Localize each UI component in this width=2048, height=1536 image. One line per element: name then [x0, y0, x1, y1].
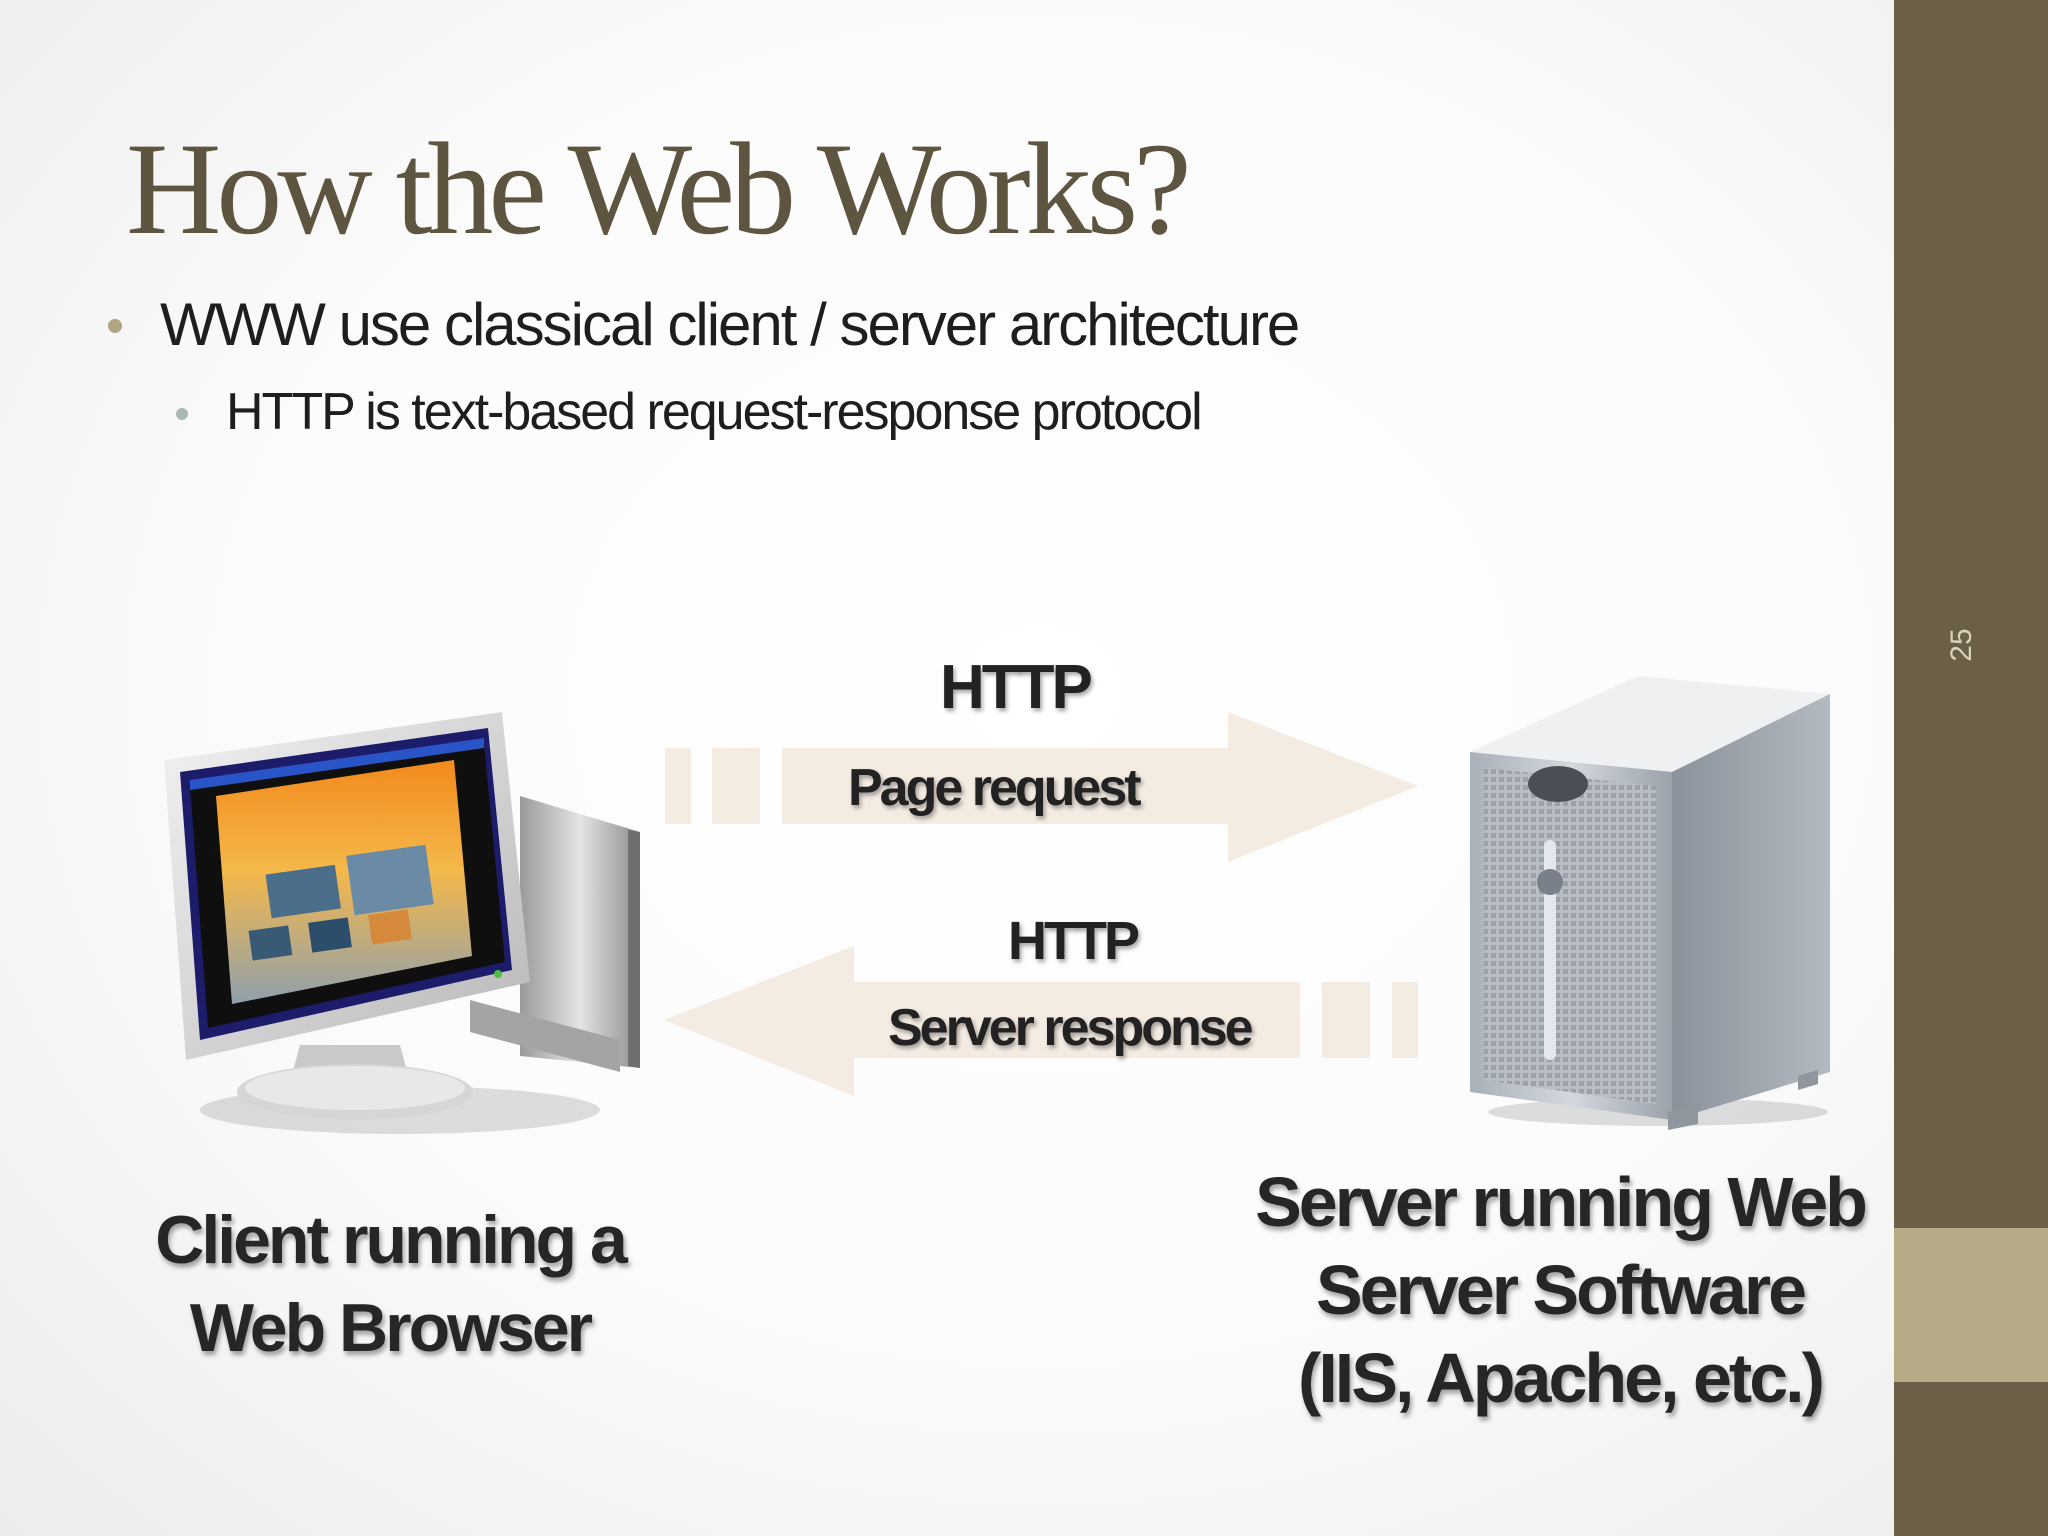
server-caption: Server running Web Server Software (IIS,… — [1220, 1158, 1900, 1422]
response-arrow — [664, 946, 1418, 1096]
sub-bullet-item: HTTP is text-based request-response prot… — [176, 382, 1203, 442]
bullet-text: WWW use classical client / server archit… — [160, 291, 1300, 358]
caption-line: Server running Web — [1255, 1163, 1868, 1241]
sidebar-accent-block — [1894, 1228, 2048, 1382]
response-protocol-label: HTTP — [1008, 911, 1140, 971]
caption-line: Server Software — [1315, 1251, 1807, 1329]
request-arrow — [665, 712, 1418, 862]
client-caption: Client running a Web Browser — [100, 1196, 680, 1372]
caption-line: Client running a — [155, 1202, 628, 1278]
caption-line: Web Browser — [189, 1290, 593, 1366]
caption-line: (IIS, Apache, etc.) — [1298, 1339, 1825, 1417]
slide-title: How the Web Works? — [126, 115, 1192, 262]
server-response-label: Server response — [888, 999, 1254, 1057]
page-request-label: Page request — [848, 759, 1142, 817]
request-protocol-label: HTTP — [940, 653, 1093, 722]
server-tower-icon — [1470, 676, 1830, 1130]
page-number: 25 — [1945, 628, 1978, 662]
bullet-item: WWW use classical client / server archit… — [108, 290, 1300, 359]
bullet-dot — [108, 319, 122, 333]
computer-monitor-icon — [164, 712, 640, 1134]
arrows-layer — [664, 712, 1418, 1096]
bullet-dot — [176, 408, 188, 420]
sub-bullet-text: HTTP is text-based request-response prot… — [226, 383, 1203, 441]
